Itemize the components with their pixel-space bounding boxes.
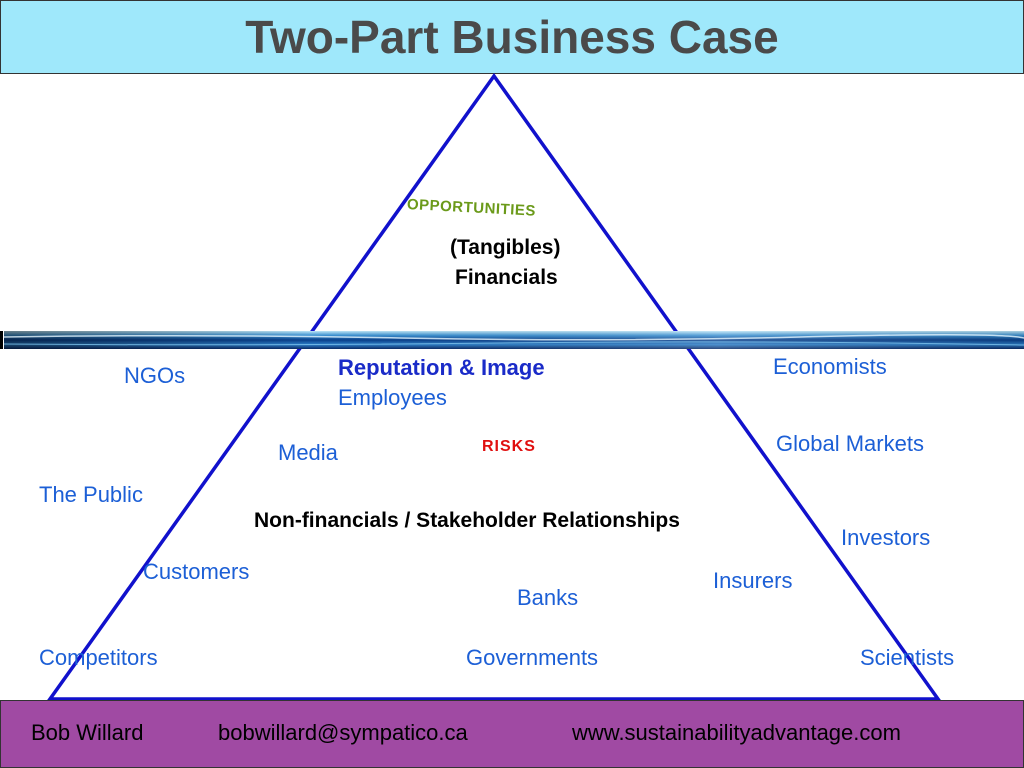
- footer-website[interactable]: www.sustainabilityadvantage.com: [572, 720, 901, 745]
- stakeholder-banks: Banks: [517, 585, 579, 610]
- financials-label: Financials: [455, 266, 558, 289]
- stakeholder-competitors: Competitors: [39, 645, 158, 670]
- risks-label: RISKS: [482, 438, 536, 455]
- stakeholder-governments: Governments: [466, 645, 599, 670]
- stakeholder-investors: Investors: [841, 525, 931, 550]
- footer-email[interactable]: bobwillard@sympatico.ca: [218, 720, 468, 745]
- stakeholder-the-public: The Public: [39, 482, 143, 507]
- title-bar: Two-Part Business Case: [0, 0, 1024, 74]
- nonfinancials-label: Non-financials / Stakeholder Relationshi…: [254, 509, 680, 532]
- stakeholder-customers: Customers: [143, 559, 250, 584]
- triangle-outline: [46, 72, 942, 701]
- employees-label: Employees: [338, 385, 447, 410]
- stakeholder-economists: Economists: [773, 354, 887, 379]
- footer-author: Bob Willard: [31, 720, 144, 745]
- footer-bar: Bob Willard bobwillard@sympatico.ca www.…: [0, 700, 1024, 768]
- stakeholder-scientists: Scientists: [860, 645, 955, 670]
- tangibles-label: (Tangibles): [450, 236, 561, 259]
- stakeholder-media: Media: [278, 440, 338, 465]
- stakeholder-global-markets: Global Markets: [776, 431, 924, 456]
- stakeholder-ngos: NGOs: [124, 363, 186, 388]
- slide-title: Two-Part Business Case: [245, 11, 779, 63]
- stakeholder-insurers: Insurers: [713, 568, 793, 593]
- reputation-label: Reputation & Image: [338, 355, 545, 380]
